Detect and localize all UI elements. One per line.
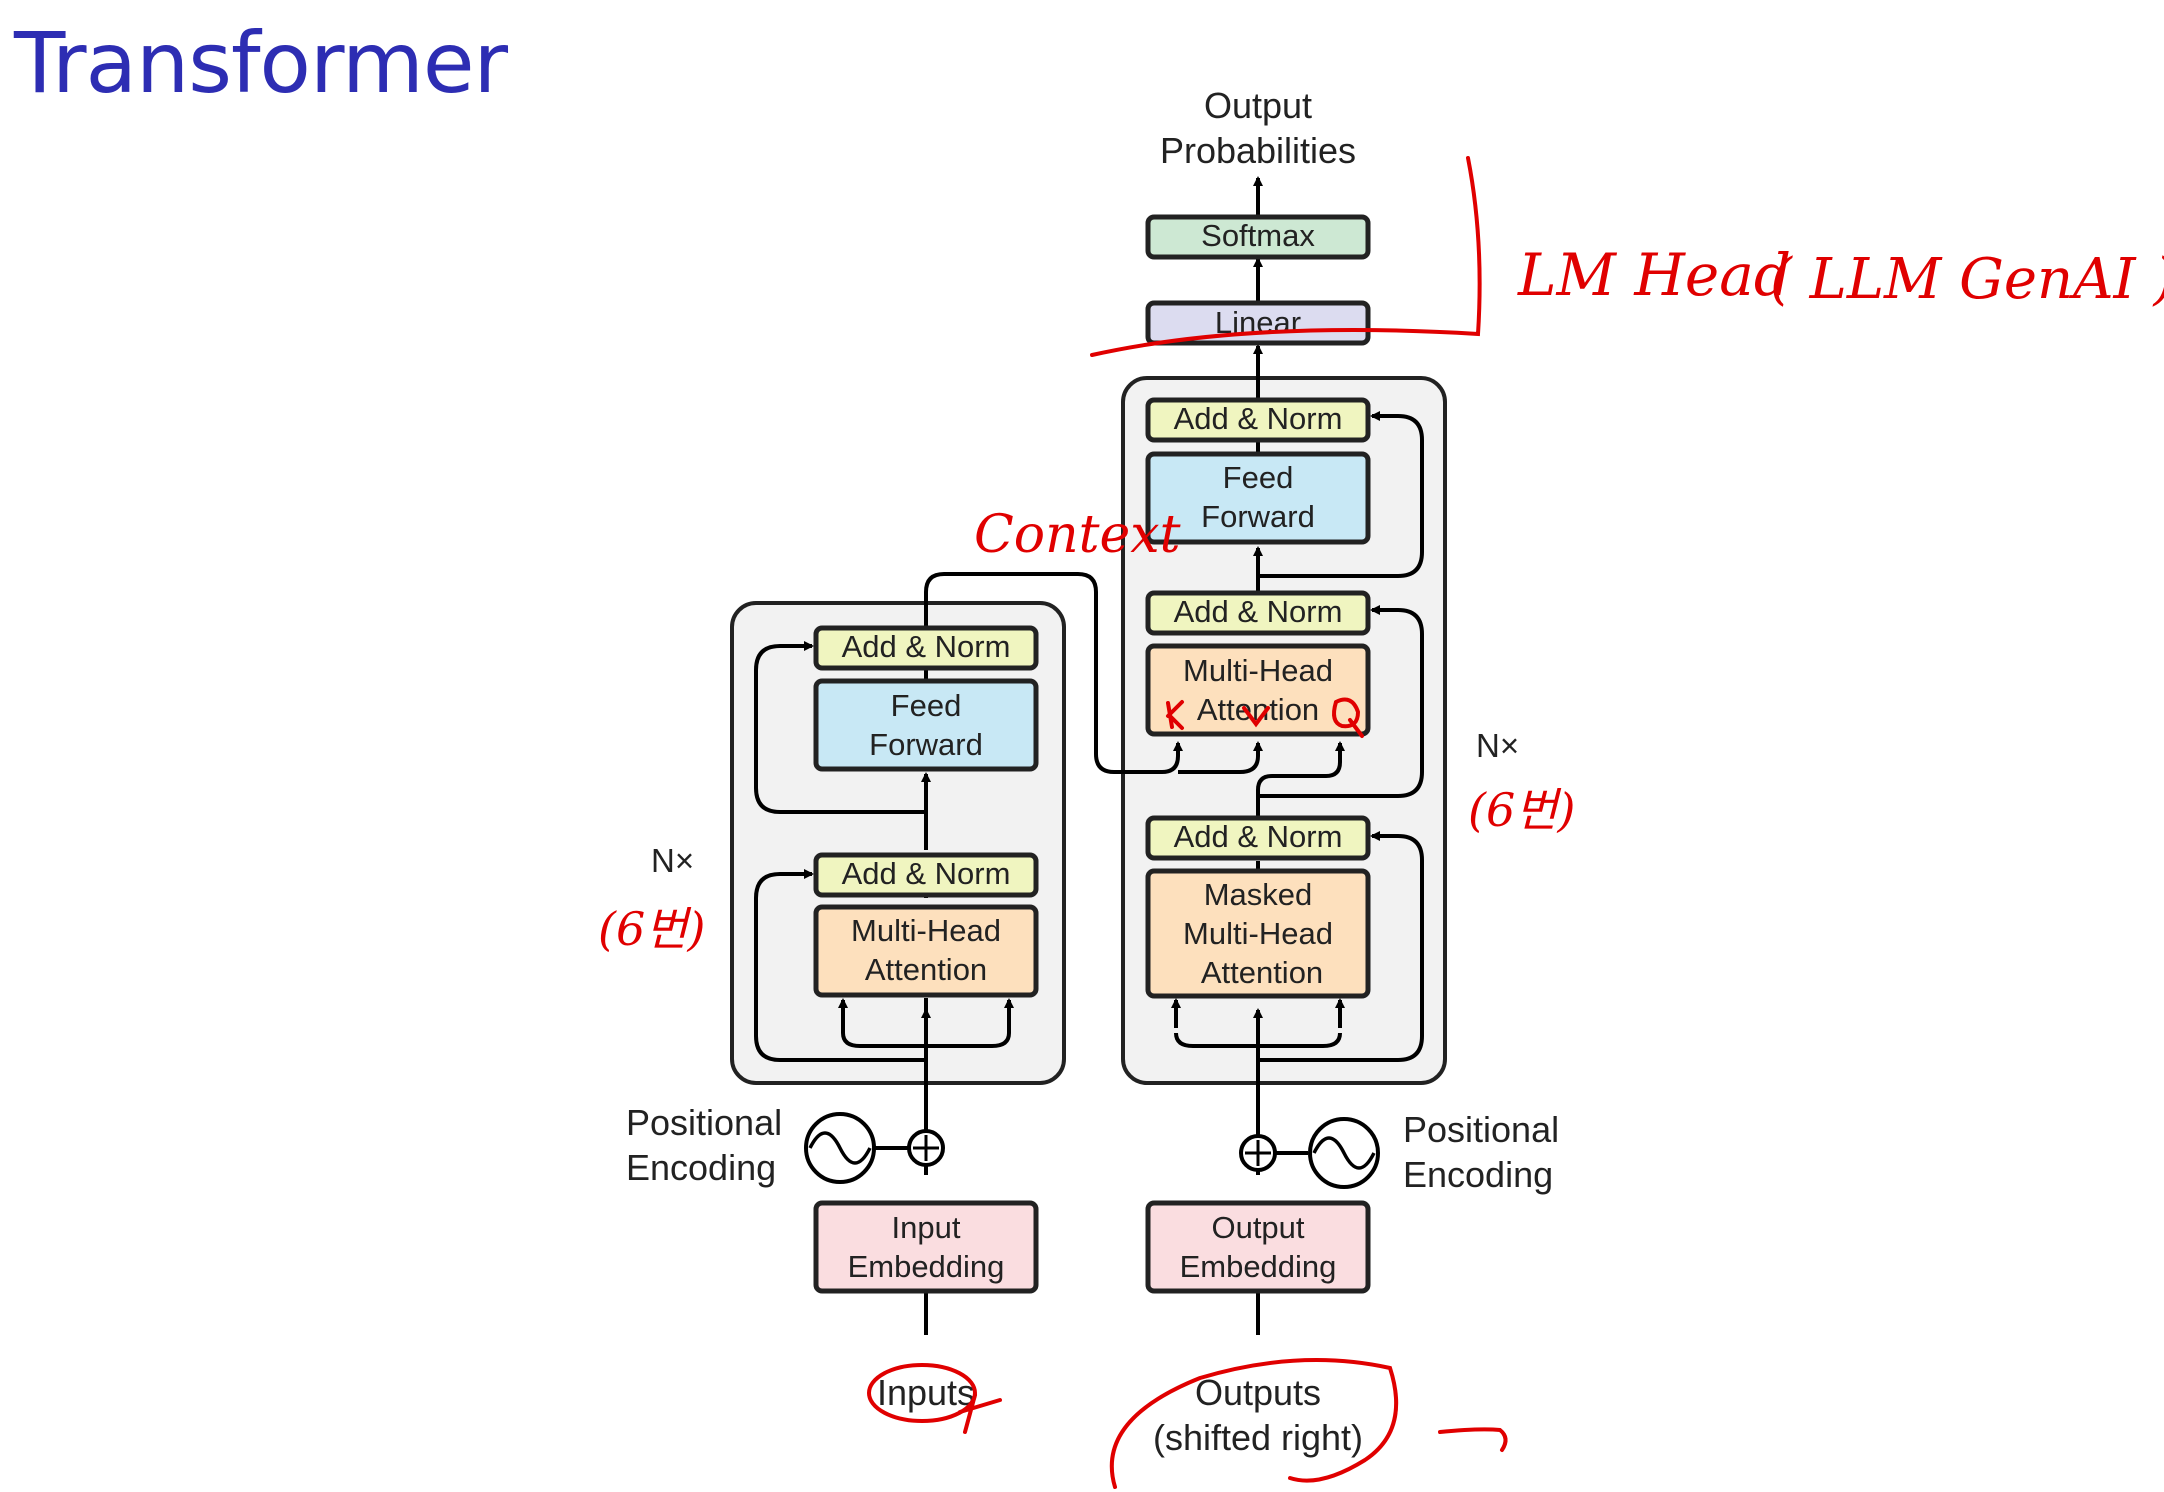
output-probabilities-label-2: Probabilities (1160, 130, 1356, 171)
output-probabilities-label-1: Output (1204, 85, 1312, 126)
svg-text:Input: Input (892, 1210, 961, 1245)
input-embedding: Input Embedding (813, 1200, 1039, 1294)
connection-lines (754, 176, 1424, 1335)
decoder-feed-forward: Feed Forward (1145, 451, 1371, 545)
decoder-masked-attention: Masked Multi-Head Attention (1145, 868, 1371, 999)
svg-text:Add & Norm: Add & Norm (1174, 401, 1343, 436)
encoder-positional-label-2: Encoding (626, 1147, 776, 1188)
encoder-block (730, 601, 1066, 1085)
lm-head-paren-annotation: ( LLM GenAI ) (1770, 247, 2164, 312)
outputs-circle (1109, 1358, 1399, 1489)
decoder-times-annotation: (6번) (1468, 783, 1575, 837)
decoder-positional-label-2: Encoding (1403, 1154, 1553, 1195)
decoder-outputs-label-2: (shifted right) (1153, 1417, 1363, 1458)
encoder-feed-forward: Feed Forward (813, 678, 1039, 772)
svg-text:Feed: Feed (1223, 460, 1294, 495)
encoder-times-annotation: (6번) (598, 902, 705, 956)
encoder-positional-adder (907, 1129, 945, 1167)
svg-text:Add & Norm: Add & Norm (842, 629, 1011, 664)
svg-text:Output: Output (1211, 1210, 1304, 1245)
svg-text:Add & Norm: Add & Norm (842, 856, 1011, 891)
svg-text:Multi-Head: Multi-Head (851, 913, 1001, 948)
handwritten-annotations (867, 156, 1508, 1489)
decoder-nx: N× (1476, 727, 1519, 764)
decoder-add-norm-top: Add & Norm (1145, 397, 1371, 443)
svg-text:Softmax: Softmax (1201, 218, 1315, 253)
svg-text:Embedding: Embedding (848, 1249, 1005, 1284)
svg-text:Add & Norm: Add & Norm (1174, 594, 1343, 629)
decoder-add-norm-mid: Add & Norm (1145, 590, 1371, 636)
q-mark (1332, 697, 1364, 738)
svg-text:Add & Norm: Add & Norm (1174, 819, 1343, 854)
context-annotation: Context (974, 505, 1181, 565)
encoder-nx: N× (651, 842, 694, 879)
decoder-add-norm-bottom: Add & Norm (1145, 815, 1371, 861)
svg-text:Attention: Attention (865, 952, 987, 987)
svg-text:Forward: Forward (869, 727, 983, 762)
output-embedding: Output Embedding (1145, 1200, 1371, 1294)
v-mark (1242, 706, 1270, 728)
k-mark (1166, 700, 1184, 730)
lm-head-bracket (1090, 156, 1482, 357)
encoder-inputs-label: Inputs (877, 1372, 975, 1413)
svg-text:Masked: Masked (1204, 877, 1313, 912)
lm-head-annotation: LM Head (1517, 241, 1791, 309)
decoder-outputs-label-1: Outputs (1195, 1372, 1321, 1413)
inputs-check-mark (958, 1393, 1002, 1434)
decoder-positional-adder (1239, 1134, 1277, 1172)
encoder-add-norm-bottom: Add & Norm (813, 852, 1039, 898)
svg-text:Feed: Feed (891, 688, 962, 723)
decoder-positional-label-1: Positional (1403, 1109, 1559, 1150)
softmax-box: Softmax (1145, 214, 1371, 260)
encoder-multi-head-attention: Multi-Head Attention (813, 904, 1039, 998)
encoder-sine-wave-icon (804, 1112, 876, 1184)
svg-text:Multi-Head: Multi-Head (1183, 916, 1333, 951)
slide-title: Transformer (14, 14, 508, 112)
svg-text:Multi-Head: Multi-Head (1183, 653, 1333, 688)
linear-box: Linear (1145, 300, 1371, 346)
encoder-add-norm-top: Add & Norm (813, 625, 1039, 671)
outputs-arrow-mark (1438, 1427, 1508, 1452)
decoder-cross-attention: Multi-Head Attention (1145, 643, 1371, 737)
encoder-positional-label-1: Positional (626, 1102, 782, 1143)
svg-text:Attention: Attention (1201, 955, 1323, 990)
svg-text:Embedding: Embedding (1180, 1249, 1337, 1284)
decoder-sine-wave-icon (1308, 1117, 1380, 1189)
svg-text:Forward: Forward (1201, 499, 1315, 534)
